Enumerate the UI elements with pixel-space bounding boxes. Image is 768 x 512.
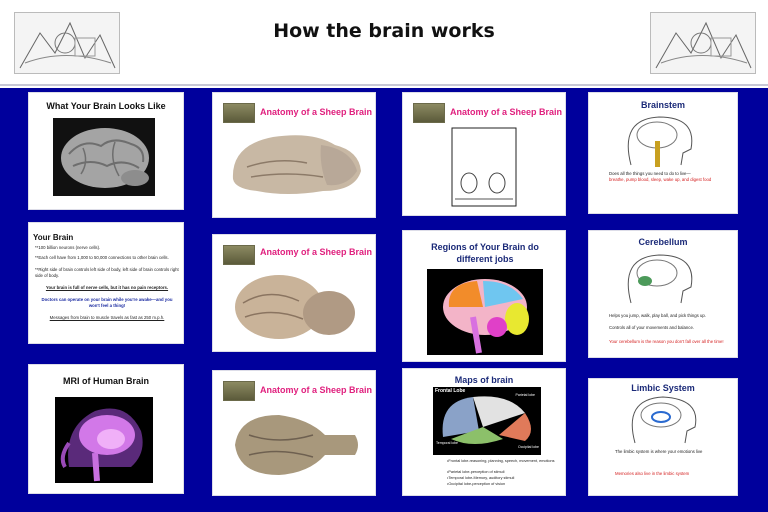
sketch-image-right — [650, 12, 756, 74]
sheep-brain-bottom-image — [235, 415, 358, 475]
slide-sheep-brain-3[interactable]: Anatomy of a Sheep Brain — [212, 370, 376, 496]
sheep-brain-side-image — [232, 135, 361, 194]
brain-lobes-image: Frontal Lobe Parietal lobe Temporal lobe… — [433, 387, 541, 455]
slide-title: Limbic System — [631, 383, 695, 393]
slide-your-brain[interactable]: Your Brain **100 billion neurons (nerve … — [28, 222, 184, 344]
brain-photo — [53, 118, 155, 196]
limbic-text-2: Memories also live in the limbic system — [615, 471, 690, 476]
sheep-brain-top-image — [235, 275, 355, 339]
slide-title: What Your Brain Looks Like — [46, 101, 166, 111]
slide-title: MRI of Human Brain — [62, 376, 149, 386]
slide-brainstem[interactable]: Brainstem Does all the things you need t… — [588, 92, 738, 214]
fact-underline-1: Your brain is full of nerve cells, but i… — [45, 285, 169, 290]
fact-underline-2: Messages from brain to muscle travels as… — [49, 315, 165, 320]
lobe-bullet-4: •Occipital lobe-perception of vision — [447, 482, 506, 486]
lobe-bullet-2: •Parietal lobe-perception of stimuli — [447, 470, 505, 474]
fact-line-1: **100 billion neurons (nerve cells). — [35, 245, 101, 250]
slide-what-brain-looks-like[interactable]: What Your Brain Looks Like — [28, 92, 184, 210]
slide-title: Brainstem — [640, 100, 685, 110]
cerebellum-text-2: Controls all of your movements and balan… — [609, 325, 695, 330]
slide-regions[interactable]: Regions of Your Brain do different jobs — [402, 230, 566, 362]
slide-title: Cerebellum — [638, 237, 688, 247]
slide-limbic-system[interactable]: Limbic System The limbic system is where… — [588, 378, 738, 496]
limbic-text-1: The limbic system is where your emotions… — [615, 449, 703, 454]
brain-regions-image — [427, 269, 543, 355]
slide-title: Anatomy of a Sheep Brain — [259, 385, 373, 395]
fact-line-2: **Each cell have from 1,000 to 50,000 co… — [35, 255, 169, 260]
sheep-thumbnail — [223, 245, 255, 265]
sheep-thumbnail — [223, 103, 255, 123]
slide-cerebellum[interactable]: Cerebellum Helps you jump, walk, play ba… — [588, 230, 738, 358]
brainstem-text-2: breathe, pump blood, sleep, wake up, and… — [609, 177, 712, 182]
label-parietal-lobe: Parietal lobe — [515, 393, 535, 397]
limbic-head-image — [631, 396, 697, 444]
page-header: How the brain works — [0, 0, 768, 86]
fact-blue: Doctors can operate on your brain while … — [41, 297, 173, 308]
page-title: How the brain works — [273, 20, 495, 42]
cerebellum-text-3: Your cerebellum is the reason you don't … — [609, 339, 724, 344]
sheep-sketch-image — [451, 127, 517, 207]
cerebellum-text-1: Helps you jump, walk, play ball, and pic… — [609, 313, 706, 318]
slide-title: Anatomy of a Sheep Brain — [259, 107, 373, 117]
lobe-bullet-1: •Frontal lobe-reasoning, planning, speec… — [447, 459, 555, 463]
slide-sheep-brain-1[interactable]: Anatomy of a Sheep Brain — [212, 92, 376, 218]
label-frontal-lobe: Frontal Lobe — [435, 388, 466, 394]
slide-title: Anatomy of a Sheep Brain — [449, 107, 563, 117]
cerebellum-head-image — [627, 254, 693, 304]
sheep-thumbnail — [413, 103, 445, 123]
lobe-bullet-3: •Temporal lobe-Memory, auditory stimuli — [447, 476, 515, 480]
slide-title: Regions of Your Brain do different jobs — [431, 242, 539, 264]
slide-title: Maps of brain — [454, 375, 514, 385]
mri-image — [55, 397, 153, 483]
slides-background: What Your Brain Looks Like Your Brain **… — [0, 88, 768, 512]
slide-title: Your Brain — [33, 233, 74, 242]
slide-mri[interactable]: MRI of Human Brain — [28, 364, 184, 494]
fact-line-3: **Right side of brain controls left side… — [35, 267, 179, 278]
label-temporal-lobe: Temporal lobe — [436, 441, 458, 445]
slide-sheep-brain-2[interactable]: Anatomy of a Sheep Brain — [212, 234, 376, 352]
slide-maps-of-brain[interactable]: Maps of brain Frontal Lobe Parietal lobe… — [402, 368, 566, 496]
slide-sheep-brain-4[interactable]: Anatomy of a Sheep Brain — [402, 92, 566, 216]
brainstem-text-1: Does all the things you need to do to li… — [609, 171, 691, 176]
label-occipital-lobe: Occipital lobe — [517, 445, 539, 449]
sketch-image-left — [14, 12, 120, 74]
slide-title: Anatomy of a Sheep Brain — [259, 247, 373, 257]
sheep-thumbnail — [223, 381, 255, 401]
brainstem-head-image — [627, 116, 693, 167]
